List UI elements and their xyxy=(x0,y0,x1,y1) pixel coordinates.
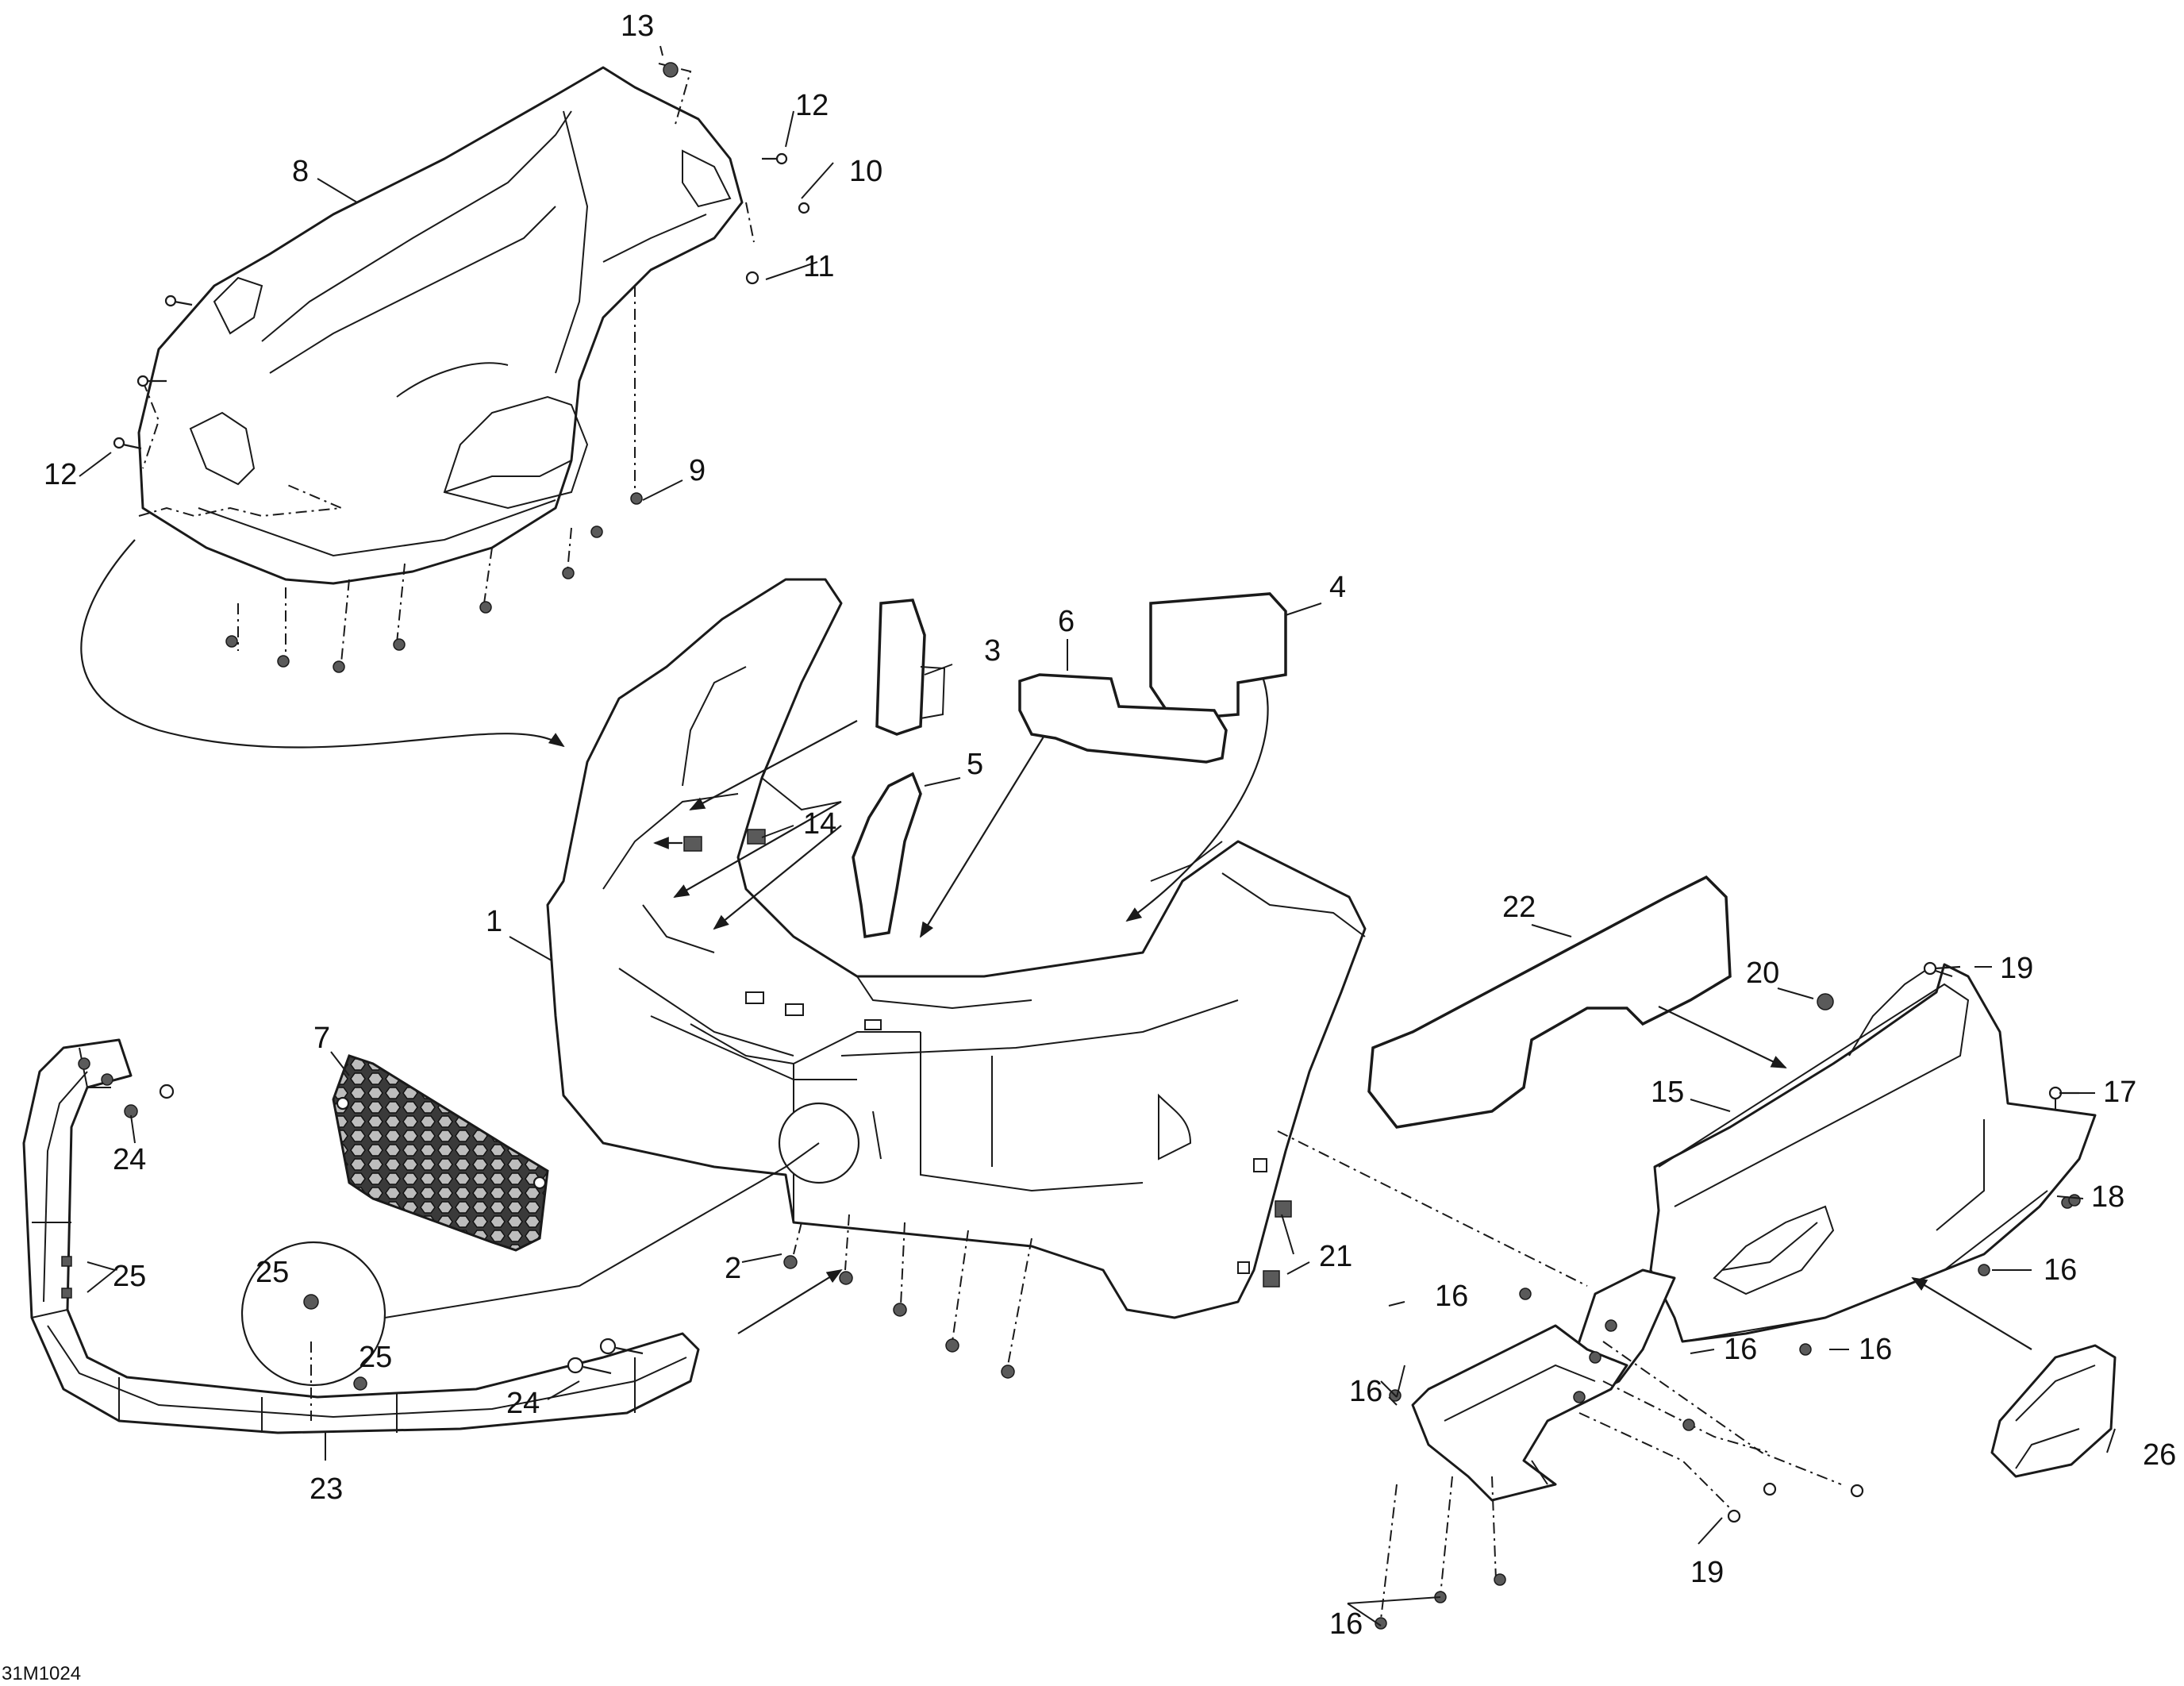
leader-lines xyxy=(79,45,2116,1626)
callout-6: 6 xyxy=(1058,605,1075,638)
grille-part-7 xyxy=(332,1054,549,1252)
callout-26: 26 xyxy=(2143,1438,2176,1472)
callout-22: 22 xyxy=(1502,891,1536,924)
foam-part-4 xyxy=(1149,592,1287,720)
foam-part-3 xyxy=(875,599,946,736)
callout-24-left: 24 xyxy=(113,1143,146,1176)
callout-16-a: 16 xyxy=(1435,1280,1468,1313)
callout-12-left: 12 xyxy=(44,458,77,491)
side-panel-brackets xyxy=(1277,1130,2074,1630)
callout-16-c: 16 xyxy=(1724,1333,1757,1366)
assembly-arrow-8-to-1 xyxy=(80,539,565,749)
foam-part-6 xyxy=(1018,673,1228,764)
callout-5: 5 xyxy=(967,748,983,781)
side-body-hardware xyxy=(1727,961,2081,1523)
arrow-foam-4 xyxy=(1125,674,1269,922)
callout-4: 4 xyxy=(1329,571,1346,604)
foam-part-5 xyxy=(852,772,922,939)
callout-16-f: 16 xyxy=(1329,1607,1363,1641)
callout-2: 2 xyxy=(725,1252,741,1285)
callout-19-bottom: 19 xyxy=(1690,1556,1724,1589)
callout-11: 11 xyxy=(803,250,834,283)
callout-19-top: 19 xyxy=(2000,952,2033,985)
callout-16-e: 16 xyxy=(2044,1253,2077,1287)
main-body-part-1 xyxy=(546,578,1367,1319)
callout-25-bottom: 25 xyxy=(359,1341,392,1374)
callout-8: 8 xyxy=(292,155,309,188)
callout-18: 18 xyxy=(2091,1180,2124,1214)
callout-9: 9 xyxy=(689,454,706,487)
arrow-foam-6 xyxy=(919,729,1048,938)
callout-7: 7 xyxy=(313,1022,330,1055)
callout-17: 17 xyxy=(2103,1076,2136,1109)
arrow-foam-5b xyxy=(713,825,842,930)
callout-10: 10 xyxy=(849,155,882,188)
bumper-part-23 xyxy=(22,1038,843,1434)
callout-21: 21 xyxy=(1319,1240,1352,1273)
callout-15: 15 xyxy=(1651,1076,1684,1109)
upper-panel-part-8 xyxy=(137,66,744,585)
side-cap-part-26 xyxy=(1911,1276,2117,1478)
upper-panel-fasteners xyxy=(113,62,810,673)
callout-20: 20 xyxy=(1746,957,1779,990)
callout-16-d: 16 xyxy=(1859,1333,1892,1366)
callout-16-b: 16 xyxy=(1349,1375,1382,1408)
callout-23: 23 xyxy=(310,1472,343,1506)
callout-1: 1 xyxy=(486,905,502,938)
arrow-foam-3 xyxy=(689,720,858,810)
foam-part-22 xyxy=(1367,875,1787,1129)
figure-reference: 31M1024 xyxy=(2,1663,81,1684)
callout-25-left: 25 xyxy=(113,1260,146,1293)
callout-13: 13 xyxy=(621,10,654,43)
side-body-part-15 xyxy=(1649,963,2097,1343)
callout-labels: 1 2 3 4 5 6 7 8 9 10 11 12 12 13 14 15 1… xyxy=(2,10,2176,1684)
callout-12-top: 12 xyxy=(795,89,829,122)
callout-3: 3 xyxy=(984,634,1001,668)
callout-25-circle: 25 xyxy=(256,1256,289,1289)
callout-24-bottom: 24 xyxy=(506,1387,540,1420)
arrow-foam-5a xyxy=(673,801,842,898)
callout-14: 14 xyxy=(803,807,836,841)
detail-circle-part-25 xyxy=(240,1142,820,1421)
